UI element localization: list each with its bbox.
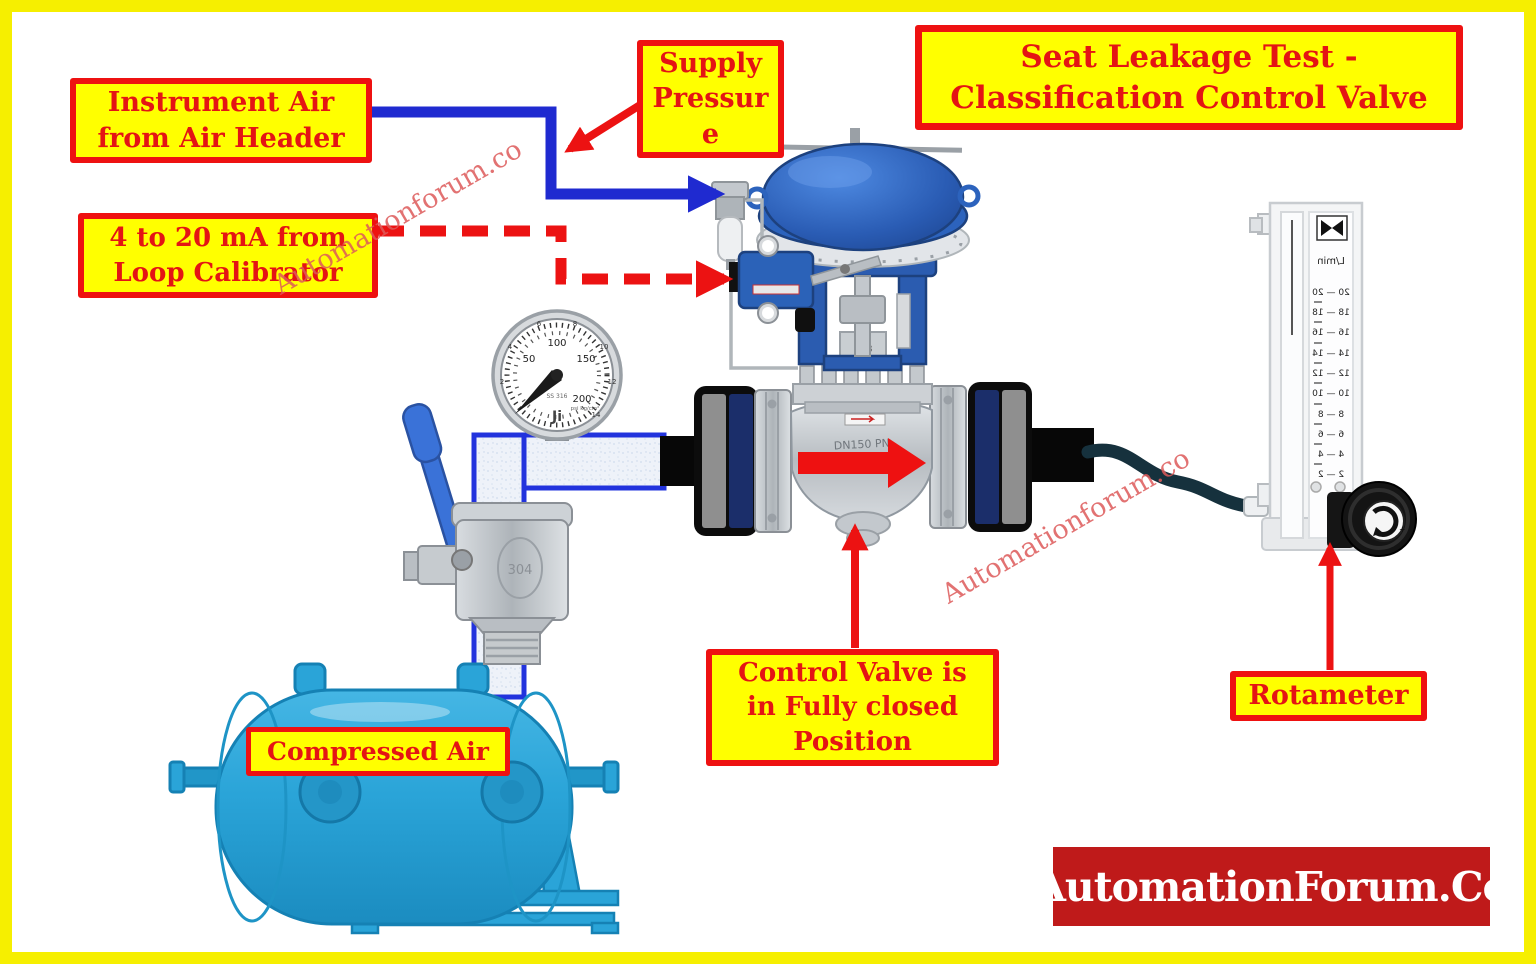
rotameter-row: 18 — 18 bbox=[1312, 308, 1350, 318]
rotameter-row: 12 — 12 bbox=[1312, 369, 1350, 379]
gauge-outer-8: 8 bbox=[573, 320, 577, 328]
control-valve: DN150 PN CF8 bbox=[660, 128, 1094, 547]
instrument-air-line bbox=[372, 106, 726, 213]
gauge-scale-50: 50 bbox=[523, 354, 536, 365]
gauge-outer-4: 4 bbox=[508, 343, 513, 351]
page-title-text: Seat Leakage Test - Classification Contr… bbox=[950, 38, 1428, 116]
label-control-valve-state: Control Valve is in Fully closed Positio… bbox=[706, 649, 999, 766]
valve-bonnet bbox=[792, 362, 933, 426]
rotameter-row: 6 — 6 bbox=[1318, 430, 1344, 440]
rotameter-unit: L/min bbox=[1317, 256, 1345, 267]
gauge-needle bbox=[515, 370, 562, 414]
label-instrument-air: Instrument Air from Air Header bbox=[70, 78, 372, 163]
label-supply-pressure: Supply Pressure bbox=[637, 40, 784, 158]
gauge-outer-6: 6 bbox=[537, 320, 542, 328]
gauge-outer-2: 2 bbox=[500, 378, 504, 386]
label-loop-calibrator-text: 4 to 20 mA from Loop Calibrator bbox=[109, 223, 347, 288]
signal-line-4-20ma bbox=[378, 225, 734, 298]
rotameter-row: 14 — 14 bbox=[1312, 349, 1350, 359]
gauge-brand: Ji bbox=[551, 409, 562, 425]
rotameter-row: 20 — 20 bbox=[1312, 288, 1350, 298]
valve-inlet-clamp bbox=[694, 386, 758, 536]
gauge-units: psi kg/cm² bbox=[571, 405, 600, 412]
valve-inlet-stub bbox=[660, 436, 698, 486]
gauge-outer-10: 10 bbox=[600, 343, 609, 351]
rotameter-row: 8 — 8 bbox=[1318, 410, 1344, 420]
compressed-air-tank bbox=[168, 662, 620, 935]
rotameter-knob: + bbox=[1327, 481, 1417, 557]
gauge-outer-14: 14 bbox=[592, 411, 601, 419]
rotameter: L/min 20 — 20 18 — 18 16 — 16 14 — 14 12… bbox=[1249, 201, 1417, 557]
label-supply-pressure-text: Supply Pressure bbox=[652, 47, 769, 150]
brand-logo: AutomationForum.Co bbox=[1034, 847, 1510, 926]
pressure-gauge: 50 100 150 200 2 4 6 8 10 12 14 SS 316 p… bbox=[491, 309, 623, 441]
gauge-scale-100: 100 bbox=[547, 338, 566, 349]
gauge-note: SS 316 bbox=[547, 393, 568, 400]
actuator-dome bbox=[745, 128, 981, 268]
flow-direction-arrow bbox=[798, 438, 926, 488]
ball-valve-cast-text: 304 bbox=[508, 563, 533, 578]
label-compressed-air: Compressed Air bbox=[246, 727, 510, 776]
rotameter-row: 2 — 2 bbox=[1318, 470, 1344, 480]
gauge-scale-200: 200 bbox=[572, 394, 591, 405]
label-loop-calibrator: 4 to 20 mA from Loop Calibrator bbox=[78, 213, 378, 298]
label-control-valve-state-text: Control Valve is in Fully closed Positio… bbox=[738, 658, 967, 757]
valve-outlet-clamp bbox=[968, 382, 1032, 532]
gauge-scale-150: 150 bbox=[576, 354, 595, 365]
rotameter-scale: L/min 20 — 20 18 — 18 16 — 16 14 — 14 12… bbox=[1312, 256, 1350, 480]
label-instrument-air-text: Instrument Air from Air Header bbox=[97, 86, 345, 154]
rotameter-tube bbox=[1081, 443, 1259, 514]
rotameter-row: 4 — 4 bbox=[1318, 450, 1344, 460]
svg-text:+: + bbox=[1399, 525, 1406, 534]
rotameter-row: 10 — 10 bbox=[1312, 389, 1350, 399]
ball-valve-handle bbox=[402, 403, 471, 567]
valve-size-text: DN150 PN bbox=[833, 437, 890, 453]
label-rotameter-text: Rotameter bbox=[1248, 680, 1409, 712]
rotameter-row: 16 — 16 bbox=[1312, 328, 1350, 338]
label-rotameter: Rotameter bbox=[1230, 671, 1427, 721]
page-title: Seat Leakage Test - Classification Contr… bbox=[915, 25, 1463, 130]
label-compressed-air-text: Compressed Air bbox=[267, 737, 489, 766]
ball-valve: 304 bbox=[402, 403, 573, 665]
brand-logo-text: AutomationForum.Co bbox=[1034, 862, 1510, 911]
supply-pressure-arrow bbox=[564, 96, 651, 153]
gauge-outer-12: 12 bbox=[608, 378, 617, 386]
